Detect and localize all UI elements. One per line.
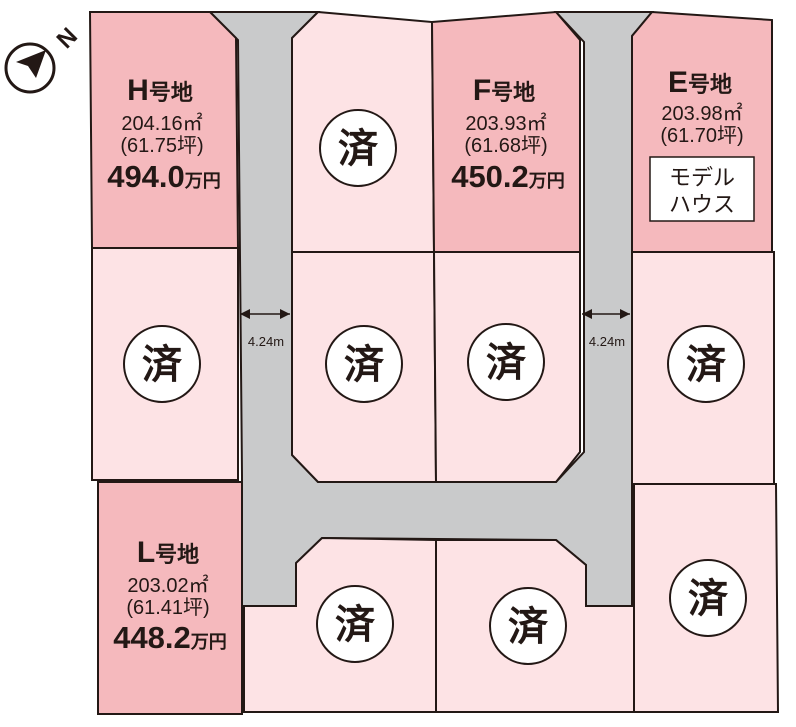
road-width-label-right: 4.24m bbox=[589, 334, 625, 349]
sold-mark-top-left: 済 bbox=[319, 109, 397, 187]
road-width-dimension-right: 4.24m bbox=[582, 309, 630, 349]
lot-f-info: F号地 203.93㎡ (61.68坪) 450.2万円 bbox=[451, 74, 565, 194]
svg-text:済: 済 bbox=[142, 343, 183, 387]
lot-l-area-m2: 203.02㎡ bbox=[127, 573, 208, 597]
lot-h-info: H号地 204.16㎡ (61.75坪) 494.0万円 bbox=[107, 74, 221, 194]
lot-h-name: H号地 bbox=[127, 74, 193, 107]
svg-text:済: 済 bbox=[335, 603, 376, 647]
lot-f-area-m2: 203.93㎡ bbox=[465, 111, 546, 135]
svg-text:済: 済 bbox=[688, 577, 729, 621]
lot-h-area-tsubo: (61.75坪) bbox=[120, 134, 203, 157]
lot-l-price: 448.2万円 bbox=[113, 620, 227, 655]
lot-e-name: E号地 bbox=[668, 66, 732, 99]
lot-l-name: L号地 bbox=[137, 536, 199, 569]
lot-f-area-tsubo: (61.68坪) bbox=[464, 134, 547, 157]
north-label: N bbox=[52, 23, 83, 54]
lot-l-area-tsubo: (61.41坪) bbox=[126, 596, 209, 619]
road-width-dimension-left: 4.24m bbox=[240, 309, 290, 349]
lot-f-name: F号地 bbox=[473, 74, 535, 107]
lot-f-price: 450.2万円 bbox=[451, 159, 565, 194]
lot-e-area-m2: 203.98㎡ bbox=[661, 101, 742, 125]
svg-text:済: 済 bbox=[508, 605, 549, 649]
lot-l-info: L号地 203.02㎡ (61.41坪) 448.2万円 bbox=[113, 536, 227, 655]
model-house-badge bbox=[649, 156, 755, 222]
svg-text:済: 済 bbox=[344, 343, 385, 387]
svg-text:済: 済 bbox=[486, 341, 527, 385]
lot-h[interactable] bbox=[88, 11, 240, 249]
lot-e-area-tsubo: (61.70坪) bbox=[660, 124, 743, 147]
sold-mark-middle-2: 済 bbox=[325, 325, 403, 403]
sold-mark-bottom-right: 済 bbox=[669, 559, 747, 637]
north-arrow-icon: N bbox=[4, 23, 83, 94]
lot-h-price: 494.0万円 bbox=[107, 159, 221, 194]
lot-f[interactable] bbox=[430, 10, 581, 253]
svg-text:済: 済 bbox=[686, 343, 727, 387]
model-house-line2: ハウス bbox=[669, 192, 735, 217]
model-house-line1: モデル bbox=[669, 165, 735, 190]
road-width-label-left: 4.24m bbox=[248, 334, 284, 349]
lot-l[interactable] bbox=[97, 481, 243, 715]
sold-mark-middle-left: 済 bbox=[123, 325, 201, 403]
sold-mark-bottom-2: 済 bbox=[316, 585, 394, 663]
sold-mark-middle-right: 済 bbox=[667, 325, 745, 403]
svg-text:済: 済 bbox=[338, 127, 379, 171]
sold-mark-middle-3: 済 bbox=[467, 323, 545, 401]
lot-e-info: E号地 203.98㎡ (61.70坪) モデル ハウス bbox=[649, 66, 755, 222]
lot-h-area-m2: 204.16㎡ bbox=[121, 111, 202, 135]
sold-mark-bottom-3: 済 bbox=[489, 587, 567, 665]
